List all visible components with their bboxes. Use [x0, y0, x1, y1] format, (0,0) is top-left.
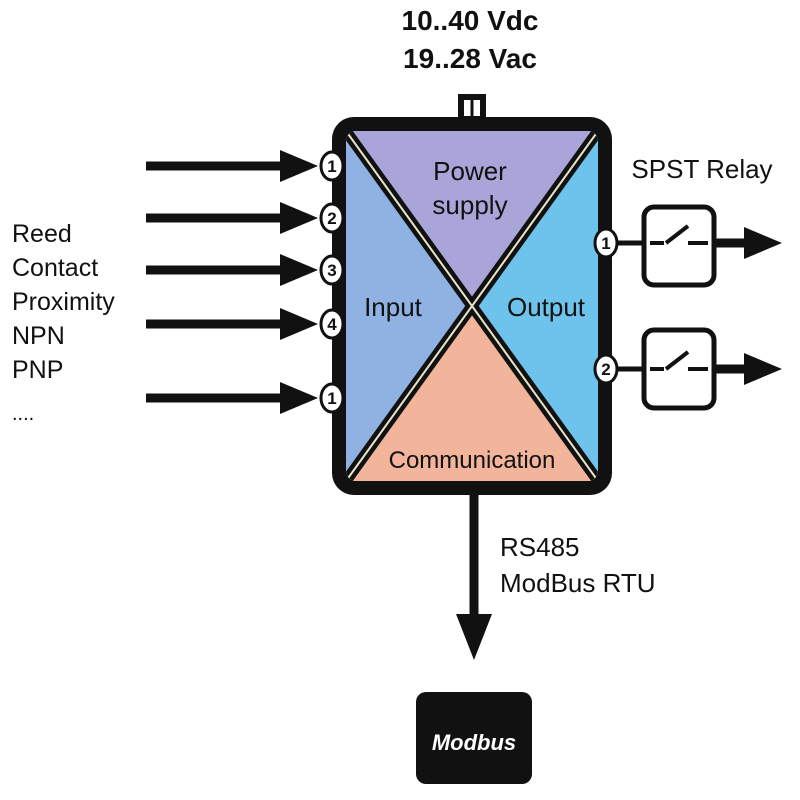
output-title: SPST Relay	[631, 154, 772, 184]
input-type-item: ....	[12, 403, 34, 425]
output-section	[472, 131, 598, 481]
communication-section	[346, 306, 598, 481]
input-type-item: Proximity	[12, 288, 115, 316]
input-arrow	[146, 382, 318, 414]
relay-output-1	[612, 204, 782, 288]
input-section	[346, 131, 472, 481]
input-pins: 1 2 3 4 1	[319, 150, 345, 414]
input-arrows	[146, 150, 318, 414]
power-supply-section	[346, 131, 598, 306]
module-body	[332, 117, 612, 495]
output-pin: 1	[593, 227, 619, 259]
input-type-item: PNP	[12, 356, 63, 384]
input-type-item: NPN	[12, 322, 65, 350]
input-arrow	[146, 150, 318, 182]
input-arrow	[146, 254, 318, 286]
power-range-dc: 10..40 Vdc	[402, 5, 539, 36]
power-supply-label-line1: Power	[433, 156, 507, 186]
comm-protocol-line2: ModBus RTU	[500, 568, 656, 598]
svg-text:4: 4	[327, 315, 337, 334]
input-pin: 1	[319, 382, 345, 414]
power-supply-label-line2: supply	[432, 190, 507, 220]
relay-switch-icon	[664, 224, 690, 245]
svg-text:1: 1	[601, 234, 610, 253]
communication-label: Communication	[389, 447, 556, 474]
output-pin: 2	[593, 353, 619, 385]
svg-text:1: 1	[327, 389, 336, 408]
modbus-logo: Modbus	[416, 692, 532, 784]
output-label: Output	[507, 292, 586, 322]
relay-output-2	[612, 327, 782, 411]
power-range-ac: 19..28 Vac	[403, 43, 537, 74]
communication-arrow	[456, 495, 492, 660]
input-arrow	[146, 202, 318, 234]
input-pin: 1	[319, 150, 345, 182]
svg-text:2: 2	[601, 360, 610, 379]
svg-text:1: 1	[327, 157, 336, 176]
input-type-list: Reed Contact Proximity NPN PNP ....	[12, 220, 115, 425]
input-arrow	[146, 308, 318, 340]
input-type-item: Contact	[12, 254, 98, 282]
input-pin: 4	[319, 308, 345, 340]
relay-switch-icon	[664, 350, 690, 371]
svg-text:3: 3	[327, 261, 336, 280]
comm-protocol-line1: RS485	[500, 532, 580, 562]
input-pin: 3	[319, 254, 345, 286]
input-type-item: Reed	[12, 220, 72, 248]
input-pin: 2	[319, 202, 345, 234]
input-label: Input	[364, 292, 423, 322]
modbus-logo-text: Modbus	[432, 730, 516, 755]
svg-text:2: 2	[327, 209, 336, 228]
